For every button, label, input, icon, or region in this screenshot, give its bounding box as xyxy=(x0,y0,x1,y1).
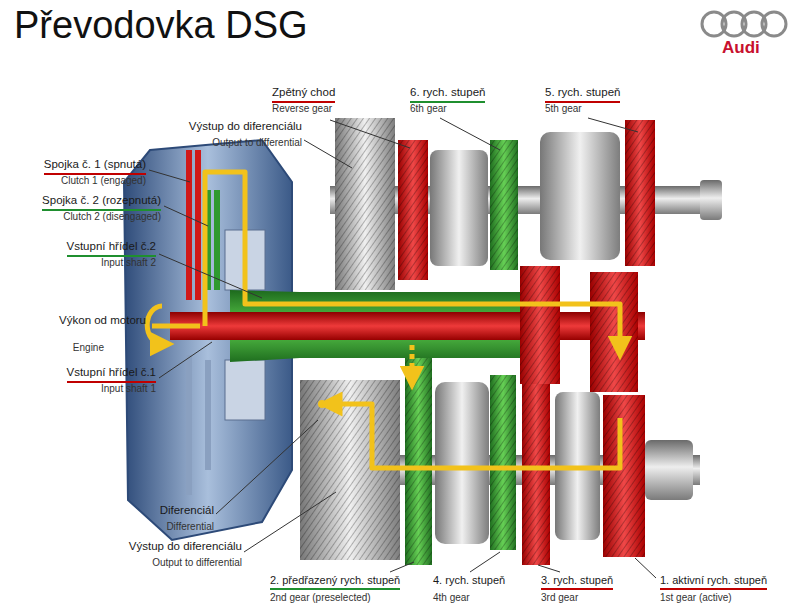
part-label: Spojka č. 1 (spnutá) xyxy=(44,158,146,175)
part-label: 2nd gear (preselected) xyxy=(270,592,371,604)
part-label: Input shaft 2 xyxy=(101,257,156,269)
part-label: Input shaft 1 xyxy=(101,383,156,395)
part-label: 5th gear xyxy=(545,103,582,115)
part-label: 1. aktivní rych. stupeň xyxy=(660,574,767,590)
part-label: 6. rych. stupeň xyxy=(410,86,485,103)
part-label: Differential xyxy=(166,521,214,533)
part-label: 3. rych. stupeň xyxy=(541,574,613,590)
part-label: Výkon od motoru xyxy=(59,314,146,328)
part-label: Output to differential xyxy=(152,557,242,569)
part-label: 5. rych. stupeň xyxy=(545,86,620,103)
part-label: 6th gear xyxy=(410,103,447,115)
part-label: Spojka č. 2 (rozepnutá) xyxy=(42,194,161,211)
part-label: Output to differential xyxy=(212,137,302,149)
part-label: Clutch 2 (disengaged) xyxy=(63,211,161,223)
part-label: Vstupní hřídel č.1 xyxy=(67,366,157,383)
part-label: Engine xyxy=(73,342,104,354)
part-label: Výstup do diferenciálu xyxy=(189,120,302,134)
part-label: Výstup do diferenciálu xyxy=(129,540,242,554)
part-label: Zpětný chod xyxy=(272,86,335,103)
part-label: 1st gear (active) xyxy=(660,592,732,604)
part-label: 2. předřazený rych. stupeň xyxy=(270,574,400,590)
logo-text: Audi xyxy=(722,38,760,58)
part-label: Diferenciál xyxy=(160,504,214,518)
part-label: 3rd gear xyxy=(541,592,578,604)
part-label: Clutch 1 (engaged) xyxy=(61,175,146,187)
title: Převodovka DSG xyxy=(14,4,308,47)
part-label: 4. rych. stupeň xyxy=(433,574,505,587)
part-label: 4th gear xyxy=(433,592,470,604)
part-label: Reverse gear xyxy=(272,103,332,115)
part-label: Vstupní hřídel č.2 xyxy=(67,240,157,257)
